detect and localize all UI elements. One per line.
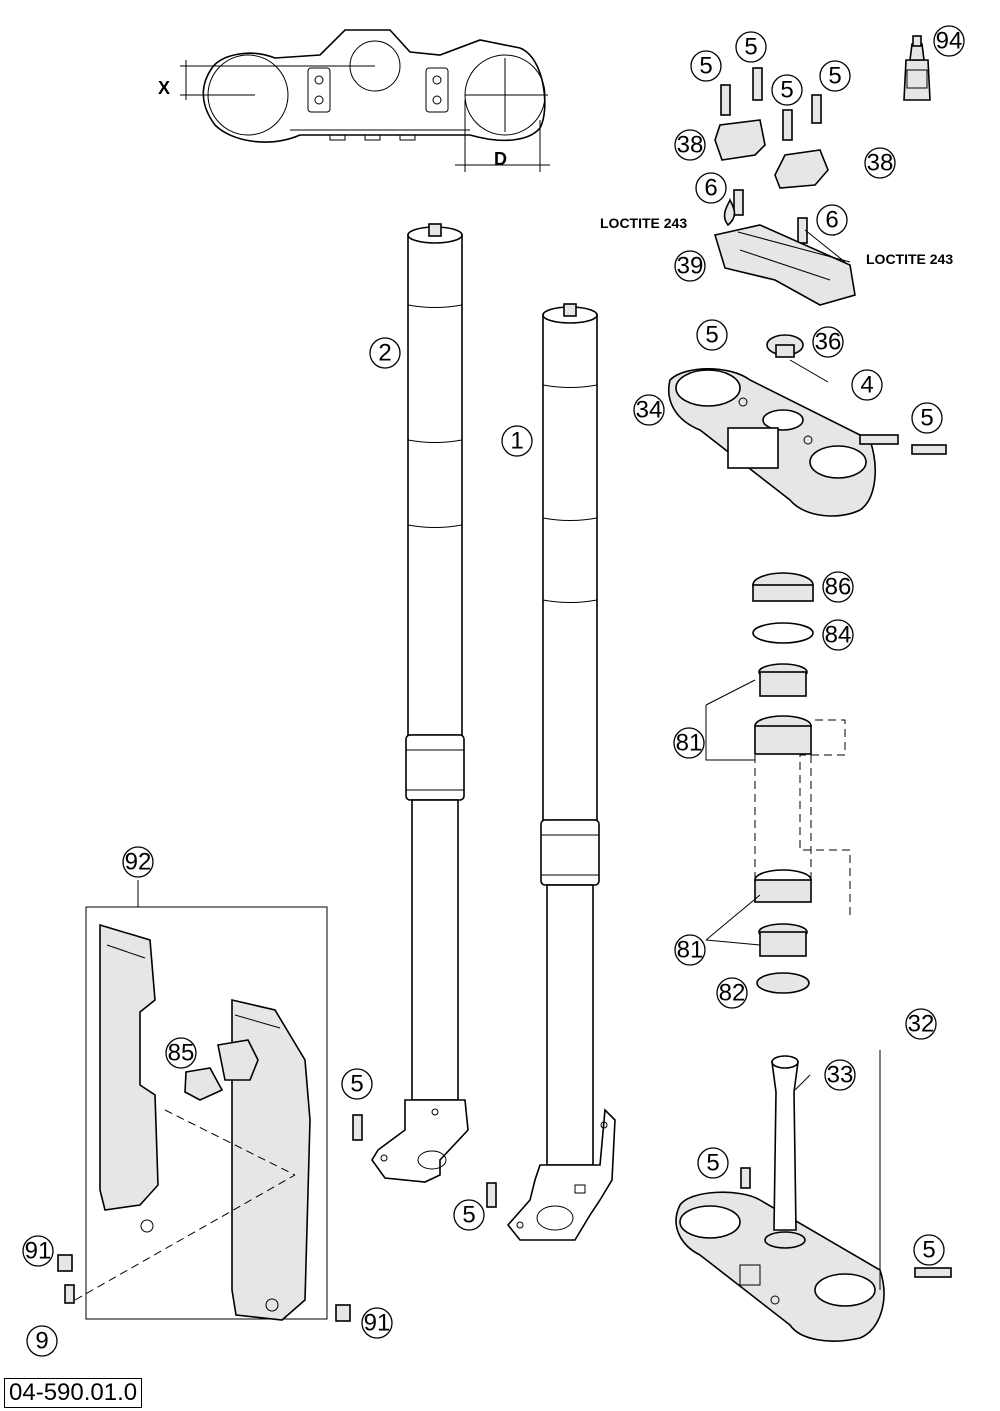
- callout-94: 94: [933, 25, 965, 57]
- screws-lower-right: [740, 1167, 952, 1278]
- callout-5-i: 5: [453, 1199, 485, 1231]
- callout-5-j: 5: [913, 1234, 945, 1266]
- svg-text:2: 2: [378, 340, 391, 367]
- callout-38-b: 38: [864, 147, 896, 179]
- callout-32: 32: [905, 1008, 937, 1040]
- callout-2: 2: [369, 337, 401, 369]
- dimension-label-d: D: [494, 149, 507, 169]
- svg-text:39: 39: [677, 253, 704, 280]
- callout-86: 86: [822, 571, 854, 603]
- leader-lines: [137, 229, 881, 1290]
- callout-92: 92: [122, 846, 154, 878]
- svg-text:4: 4: [860, 372, 873, 399]
- dimension-label-x: X: [158, 78, 170, 98]
- callout-36: 36: [812, 326, 844, 358]
- svg-text:94: 94: [936, 28, 963, 55]
- svg-text:91: 91: [364, 1310, 391, 1337]
- svg-text:86: 86: [825, 574, 852, 601]
- svg-text:33: 33: [827, 1062, 854, 1089]
- svg-text:5: 5: [350, 1071, 363, 1098]
- small-screws-top: [720, 67, 822, 244]
- callout-5-g: 5: [341, 1068, 373, 1100]
- callout-85: 85: [165, 1037, 197, 1069]
- svg-text:5: 5: [780, 77, 793, 104]
- svg-text:81: 81: [676, 730, 703, 757]
- svg-text:5: 5: [462, 1202, 475, 1229]
- svg-text:6: 6: [825, 207, 838, 234]
- fork-protectors: [74, 906, 328, 1321]
- screw-4: [859, 434, 899, 445]
- callout-6-a: 6: [695, 172, 727, 204]
- dimension-detail-triple-clamp: X D: [158, 29, 550, 172]
- svg-text:32: 32: [908, 1011, 935, 1038]
- callout-81-a: 81: [673, 727, 705, 759]
- svg-text:81: 81: [677, 937, 704, 964]
- handlebar-support: [713, 224, 856, 306]
- loctite-label-right: LOCTITE 243: [866, 251, 953, 267]
- svg-text:92: 92: [125, 849, 152, 876]
- svg-text:82: 82: [719, 980, 746, 1007]
- handlebar-clamps: [714, 119, 829, 189]
- callout-5-d: 5: [819, 60, 851, 92]
- callout-91-a: 91: [22, 1235, 54, 1267]
- svg-text:5: 5: [705, 322, 718, 349]
- callout-4: 4: [851, 369, 883, 401]
- callout-38-a: 38: [674, 129, 706, 161]
- steering-tube-outline: [754, 719, 851, 915]
- callout-84: 84: [822, 619, 854, 651]
- callout-33: 33: [824, 1059, 856, 1091]
- svg-text:5: 5: [744, 34, 757, 61]
- thread-locker-bottle: [903, 35, 931, 101]
- callout-81-b: 81: [674, 934, 706, 966]
- fork-leg-1: [506, 303, 616, 1241]
- callout-5-h: 5: [697, 1147, 729, 1179]
- callout-5-f: 5: [911, 402, 943, 434]
- callout-5-a: 5: [690, 50, 722, 82]
- collar-nut: [766, 334, 804, 358]
- svg-text:5: 5: [920, 405, 933, 432]
- svg-text:5: 5: [706, 1150, 719, 1177]
- steering-bearings: [752, 572, 814, 994]
- callout-5-e: 5: [696, 319, 728, 351]
- fork-protector-screws: [57, 1114, 497, 1322]
- svg-text:1: 1: [510, 428, 523, 455]
- callout-34: 34: [633, 394, 665, 426]
- loctite-label-left: LOCTITE 243: [600, 215, 687, 231]
- callout-1: 1: [501, 425, 533, 457]
- callout-5-c: 5: [771, 74, 803, 106]
- svg-text:6: 6: [704, 175, 717, 202]
- svg-text:91: 91: [25, 1238, 52, 1265]
- svg-text:84: 84: [825, 622, 852, 649]
- screw-5-right-upper: [911, 444, 947, 455]
- svg-text:5: 5: [922, 1237, 935, 1264]
- fork-leg-2: [371, 223, 469, 1183]
- upper-triple-clamp: [668, 367, 876, 517]
- svg-text:34: 34: [636, 397, 663, 424]
- drawing-number: 04-590.01.0: [4, 1378, 143, 1408]
- callout-5-b: 5: [735, 31, 767, 63]
- lower-triple-clamp-and-stem: [675, 1055, 885, 1342]
- callout-9: 9: [26, 1325, 58, 1357]
- svg-text:38: 38: [677, 132, 704, 159]
- callout-91-b: 91: [361, 1307, 393, 1339]
- svg-text:9: 9: [35, 1328, 48, 1355]
- callout-82: 82: [716, 977, 748, 1009]
- svg-text:36: 36: [815, 329, 842, 356]
- callout-6-b: 6: [816, 204, 848, 236]
- svg-text:38: 38: [867, 150, 894, 177]
- svg-text:5: 5: [828, 63, 841, 90]
- callout-39: 39: [674, 250, 706, 282]
- svg-text:85: 85: [168, 1040, 195, 1067]
- svg-text:5: 5: [699, 53, 712, 80]
